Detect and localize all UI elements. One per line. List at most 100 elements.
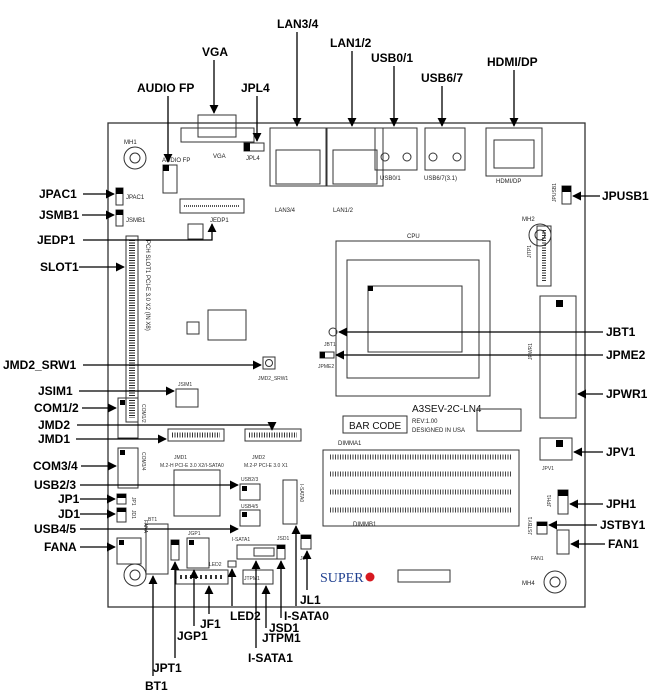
callout-jpusb1-label: JPUSB1 xyxy=(602,189,649,203)
callout-jsim1: JSIM1 xyxy=(38,384,175,398)
com12-board-label: COM1/2 xyxy=(140,404,146,423)
callout-jpusb1: JPUSB1 xyxy=(572,189,649,203)
slot-component xyxy=(186,321,200,335)
pcie-slot1: PCH SLOT1 PCI-E 3.0 X2 (IN X8) xyxy=(125,235,150,423)
barcode-label: BAR CODE xyxy=(349,421,402,432)
jph1-board-label: JPH1 xyxy=(547,495,553,507)
callout-jpme2: JPME2 xyxy=(335,348,646,362)
tactile-switch xyxy=(187,223,204,240)
callout-fan1: FAN1 xyxy=(570,537,639,551)
callout-jgp1-label: JGP1 xyxy=(177,629,208,643)
callout-jpac1-label: JPAC1 xyxy=(39,187,77,201)
callout-jpwr1: JPWR1 xyxy=(577,387,648,401)
jtpm1-board-label: JTPM1 xyxy=(244,576,260,582)
callout-jl1-label: JL1 xyxy=(300,593,321,607)
usb01-board-label: USB0/1 xyxy=(380,176,401,182)
callout-usb45-label: USB4/5 xyxy=(34,522,76,536)
jpwr1-board-label: JPWR1 xyxy=(528,343,534,360)
callout-led2: LED2 xyxy=(227,568,261,623)
jpme2-board-label: JPME2 xyxy=(318,364,334,370)
callout-jp1-label: JP1 xyxy=(58,492,80,506)
slot1-board-label: PCH SLOT1 PCI-E 3.0 X2 (IN X8) xyxy=(144,240,150,331)
callout-jpv1-label: JPV1 xyxy=(606,445,636,459)
callout-jf1: JF1 xyxy=(200,585,221,631)
callout-jmd2-label: JMD2 xyxy=(38,418,70,432)
jpusb1-board-label: JPUSB1 xyxy=(552,183,558,202)
callout-jpl4-label: JPL4 xyxy=(241,81,270,95)
callout-isata0-label: I-SATA0 xyxy=(284,609,329,623)
usb23-board-label: USB2/3 xyxy=(241,477,258,483)
jpl4-jumper: JPL4 xyxy=(243,142,265,162)
callout-lan12: LAN1/2 xyxy=(330,36,372,127)
board-rev: REV:1.00 xyxy=(412,419,438,425)
jtpm1-header: JTPM1 xyxy=(242,569,274,585)
callout-jpl4: JPL4 xyxy=(241,81,270,142)
dimma1-board-label: DIMMA1 xyxy=(338,441,362,447)
jpac1-jumper: JPAC1 xyxy=(115,187,145,206)
callout-com34: COM3/4 xyxy=(33,459,117,473)
fan1-header: FAN1 xyxy=(531,529,570,562)
jsmb1-board-label: JSMB1 xyxy=(126,218,146,224)
callout-fana-label: FANA xyxy=(44,540,77,554)
callout-usb67: USB6/7 xyxy=(421,71,463,127)
callout-usb23-label: USB2/3 xyxy=(34,478,76,492)
jsd1-header: JSD1 xyxy=(276,536,289,560)
callout-jpwr1-label: JPWR1 xyxy=(606,387,648,401)
jsim1-socket: JSIM1 xyxy=(175,382,199,408)
hdmidp-board-label: HDMI/DP xyxy=(496,179,521,185)
com12-header: COM1/2 xyxy=(117,397,146,439)
lan12-connector: LAN1/2 xyxy=(326,127,384,214)
usb45-board-label: USB4/5 xyxy=(241,504,258,510)
jpl4-board-label: JPL4 xyxy=(246,156,260,162)
callout-hdmidp-label: HDMI/DP xyxy=(487,55,538,69)
jbt1-board-label: JBT1 xyxy=(324,342,336,348)
callout-jbt1-label: JBT1 xyxy=(606,325,636,339)
mh4-label: MH4 xyxy=(522,581,535,587)
callout-jf1-label: JF1 xyxy=(200,617,221,631)
barcode-block: BAR CODE A3SEV-2C-LN4 REV:1.00 DESIGNED … xyxy=(342,404,522,434)
callout-jstby1: JSTBY1 xyxy=(548,518,646,532)
callout-jsd1: JSD1 xyxy=(269,560,299,635)
jmd2-srw1-screw: JMD2_SRW1 xyxy=(258,356,288,382)
lan12-board-label: LAN1/2 xyxy=(333,208,354,214)
jpwr1-connector: JPWR1 xyxy=(528,295,577,419)
callout-fan1-label: FAN1 xyxy=(608,537,639,551)
callout-jpt1-label: JPT1 xyxy=(153,661,182,675)
logo-badge xyxy=(397,569,451,583)
usb23-header: USB2/3 xyxy=(239,477,261,501)
mh1-label: MH1 xyxy=(124,140,137,146)
fana-header: FANA xyxy=(116,520,148,565)
jp1-header: JP1 xyxy=(116,493,136,506)
callout-fana: FANA xyxy=(44,540,116,554)
jpv1-board-label: JPV1 xyxy=(542,466,554,472)
jd1-board-label: JD1 xyxy=(130,510,136,519)
mh2-label: MH2 xyxy=(522,217,535,223)
jpac1-board-label: JPAC1 xyxy=(126,195,145,201)
jgp1-header: JGP1 xyxy=(186,531,210,569)
jpusb1-jumper: JPUSB1 xyxy=(552,183,572,205)
callout-jmd1-label: JMD1 xyxy=(38,432,70,446)
callout-jedp1: JEDP1 xyxy=(37,223,217,247)
callout-audiofp-label: AUDIO FP xyxy=(137,81,194,95)
callout-jtpm1-label: JTPM1 xyxy=(262,631,301,645)
callout-com12-label: COM1/2 xyxy=(34,401,79,415)
callout-usb45: USB4/5 xyxy=(34,522,239,536)
callout-bt1-label: BT1 xyxy=(145,679,168,693)
supermicro-text: SUPER xyxy=(320,571,364,586)
jedp1-connector: JEDP1 xyxy=(179,198,245,224)
jsim1-board-label: JSIM1 xyxy=(178,382,192,388)
callout-com12: COM1/2 xyxy=(34,401,117,415)
callout-jmd2srw1-label: JMD2_SRW1 xyxy=(3,358,76,372)
cpu-board-label: CPU xyxy=(407,234,420,240)
fan1-board-label: FAN1 xyxy=(531,556,544,562)
callout-jd1-label: JD1 xyxy=(58,507,80,521)
led2-indicator: LED2 xyxy=(209,560,237,568)
callout-jstby1-label: JSTBY1 xyxy=(600,518,646,532)
callout-com34-label: COM3/4 xyxy=(33,459,78,473)
callout-jp1: JP1 xyxy=(58,492,116,506)
usb45-header: USB4/5 xyxy=(239,504,261,527)
jmd1-board-label: JMD1 xyxy=(174,455,187,461)
usb67-board-label: USB6/7(3.1) xyxy=(424,176,457,182)
vga-board-label: VGA xyxy=(213,154,226,160)
jmd1-desc: M.2-H PCI-E 3.0 X2/I-SATA0 xyxy=(160,463,224,469)
